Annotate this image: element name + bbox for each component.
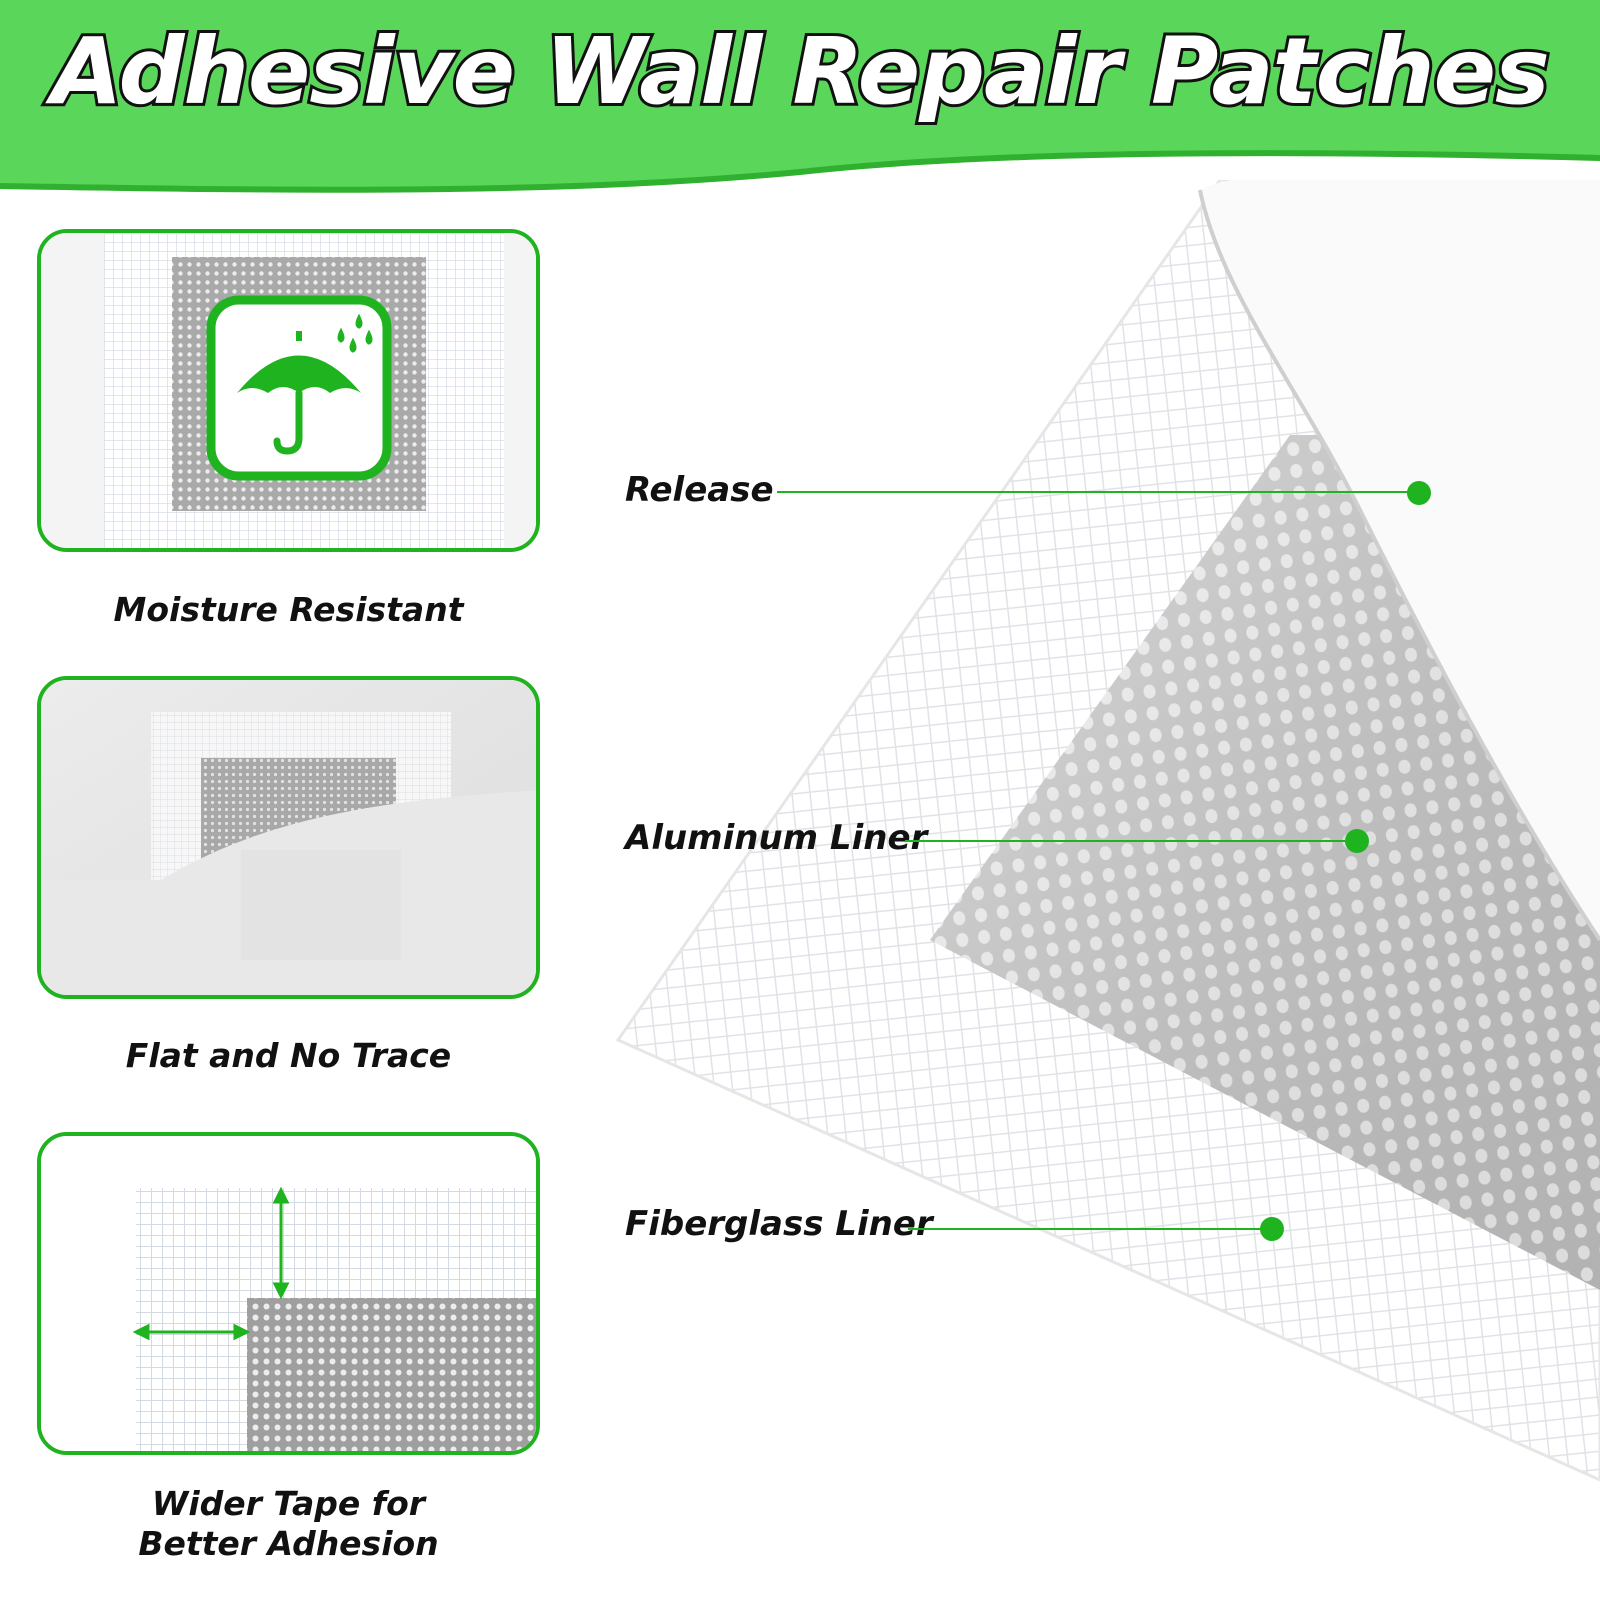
page-title: Adhesive Wall Repair Patches	[48, 15, 1553, 128]
umbrella-rain-icon	[237, 313, 373, 455]
caption-wider-tape-line1: Wider Tape for	[151, 1484, 426, 1523]
callout-dot-aluminum	[1345, 829, 1369, 853]
feature-card-flat	[37, 676, 540, 999]
double-arrow-icon	[132, 1186, 290, 1341]
label-fiberglass-liner: Fiberglass Liner	[625, 1204, 933, 1244]
feature-card-wider-tape	[37, 1132, 540, 1455]
header-banner	[0, 0, 1600, 193]
caption-wider-tape-line2: Better Adhesion	[138, 1524, 439, 1563]
callout-line-fiberglass	[908, 1228, 1273, 1230]
label-release: Release	[625, 470, 774, 510]
callout-dot-release	[1407, 481, 1431, 505]
patch-layers-illustration	[615, 180, 1600, 1482]
feature-card-moisture	[37, 229, 540, 552]
release-layer	[1200, 180, 1600, 940]
label-aluminum-liner: Aluminum Liner	[625, 818, 928, 858]
callout-line-release	[777, 491, 1417, 493]
caption-flat-no-trace: Flat and No Trace	[125, 1036, 452, 1075]
callout-line-aluminum	[905, 840, 1355, 842]
caption-moisture-resistant: Moisture Resistant	[113, 590, 464, 629]
callout-dot-fiberglass	[1260, 1217, 1284, 1241]
